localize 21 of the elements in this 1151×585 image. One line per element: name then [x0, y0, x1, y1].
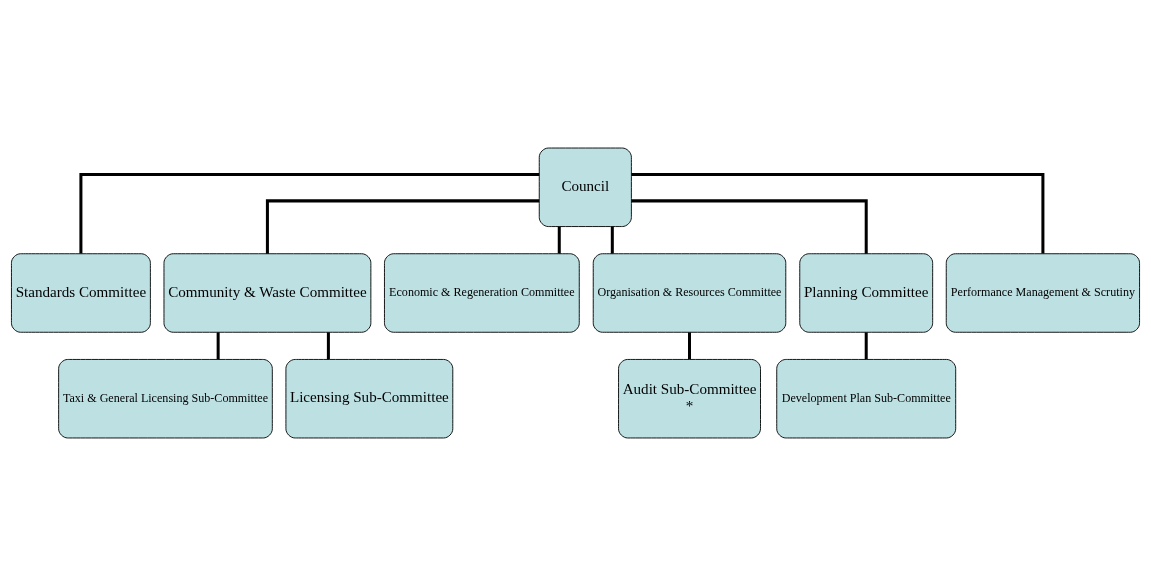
connector — [326, 331, 330, 359]
node-box: Taxi & General Licensing Sub-Committee — [58, 358, 273, 438]
node-box: Economic & Regeneration Committee — [384, 252, 580, 333]
connector — [688, 331, 692, 359]
node-box: Development Plan Sub-Committee — [776, 358, 957, 438]
node-box: Organisation & Resources Committee — [592, 252, 787, 333]
node-box: Standards Committee — [11, 252, 151, 333]
node-box: Performance Management & Scrutiny — [945, 252, 1140, 333]
node-box: Community & Waste Committee — [163, 252, 372, 333]
node-box: Council — [538, 147, 632, 227]
node-box: Audit Sub-Committee * — [618, 358, 761, 438]
connector — [631, 172, 1045, 253]
connector — [265, 198, 540, 254]
connector — [557, 226, 561, 254]
connector — [864, 331, 868, 359]
connector — [79, 172, 540, 253]
connector — [631, 198, 868, 254]
connector — [216, 331, 220, 359]
node-box: Planning Committee — [799, 252, 934, 333]
connector — [610, 226, 614, 254]
node-box: Licensing Sub-Committee — [285, 358, 454, 438]
